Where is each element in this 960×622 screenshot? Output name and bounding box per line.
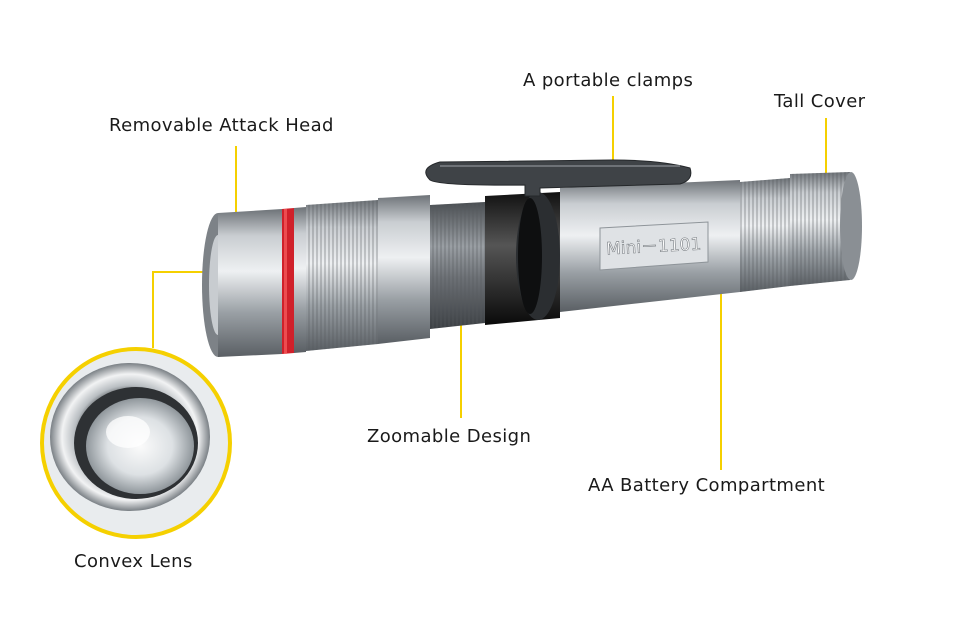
engraving-plate bbox=[599, 221, 709, 271]
lens-closeup bbox=[40, 347, 232, 539]
label-lens: Convex Lens bbox=[74, 551, 193, 572]
label-battery: AA Battery Compartment bbox=[588, 475, 826, 496]
label-tail-cover: Tall Cover bbox=[774, 91, 866, 112]
leader-lens bbox=[152, 271, 206, 348]
flashlight-body bbox=[202, 172, 862, 357]
label-attack-head: Removable Attack Head bbox=[109, 115, 334, 136]
tail-end bbox=[840, 172, 862, 280]
label-clip: A portable clamps bbox=[523, 70, 694, 91]
label-zoom: Zoomable Design bbox=[367, 426, 532, 447]
pocket-clip bbox=[425, 159, 692, 197]
red-ring bbox=[282, 208, 294, 354]
collar bbox=[378, 195, 430, 344]
attack-head bbox=[218, 209, 282, 357]
